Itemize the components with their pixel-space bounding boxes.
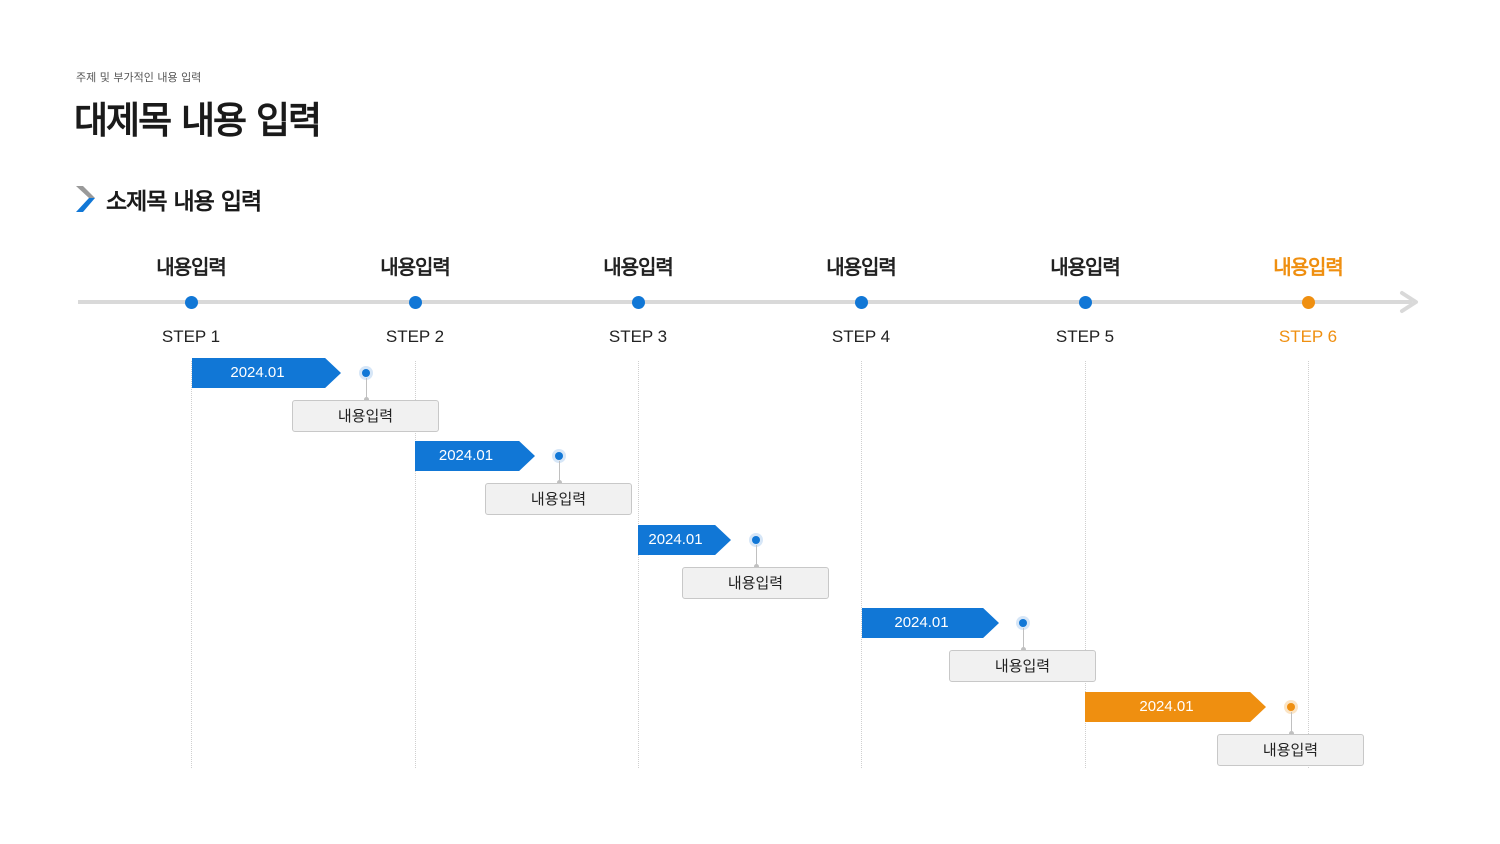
connector-line [559, 461, 560, 481]
date-arrow: 2024.01 [862, 608, 999, 638]
pin-marker-icon [1016, 616, 1030, 630]
content-box: 내용입력 [949, 650, 1096, 682]
content-box: 내용입력 [485, 483, 632, 515]
step-dot [1301, 296, 1315, 309]
connector-dot [1288, 731, 1294, 736]
step-dot [184, 296, 198, 309]
date-arrow: 2024.01 [415, 441, 535, 471]
step-guide-line [191, 361, 192, 768]
step-name: STEP 6 [1278, 327, 1338, 346]
timeline-arrowhead [1400, 291, 1418, 313]
step-guide-line [638, 361, 639, 768]
step-label: 내용입력 [1273, 255, 1344, 279]
section-header: 소제목 내용 입력 [76, 183, 262, 215]
step-name: STEP 5 [1055, 327, 1115, 346]
step-label: 내용입력 [826, 255, 897, 279]
step-name: STEP 2 [385, 327, 445, 346]
chevron-right-icon [76, 186, 95, 212]
date-arrow: 2024.01 [1085, 692, 1266, 722]
section-title: 소제목 내용 입력 [106, 189, 262, 215]
step-guide-line [861, 361, 862, 768]
step-dot [408, 296, 422, 309]
connector-dot [363, 397, 369, 402]
connector-line [1291, 712, 1292, 732]
connector-dot [1020, 647, 1026, 652]
step-name: STEP 4 [831, 327, 891, 346]
pin-marker-icon [1284, 700, 1298, 714]
pin-marker-icon [552, 449, 566, 463]
step-guide-line [1085, 361, 1086, 768]
step-guide-line [1308, 361, 1309, 768]
connector-line [1023, 628, 1024, 648]
step-label: 내용입력 [603, 255, 674, 279]
step-dot [631, 296, 645, 309]
step-label: 내용입력 [380, 255, 451, 279]
step-label: 내용입력 [156, 255, 227, 279]
step-dot [854, 296, 868, 309]
pin-marker-icon [749, 533, 763, 547]
step-dot [1078, 296, 1092, 309]
content-box: 내용입력 [1217, 734, 1364, 766]
page-subtitle: 주제 및 부가적인 내용 입력 [76, 71, 202, 84]
step-label: 내용입력 [1050, 255, 1121, 279]
content-box: 내용입력 [292, 400, 439, 432]
date-arrow: 2024.01 [638, 525, 731, 555]
pin-marker-icon [359, 366, 373, 380]
connector-line [366, 378, 367, 398]
content-box: 내용입력 [682, 567, 829, 599]
connector-dot [753, 564, 759, 569]
step-name: STEP 3 [608, 327, 668, 346]
date-arrow: 2024.01 [192, 358, 341, 388]
connector-dot [556, 480, 562, 485]
step-name: STEP 1 [161, 327, 221, 346]
step-guide-line [415, 361, 416, 768]
connector-line [756, 545, 757, 565]
page-title: 대제목 내용 입력 [74, 99, 322, 142]
